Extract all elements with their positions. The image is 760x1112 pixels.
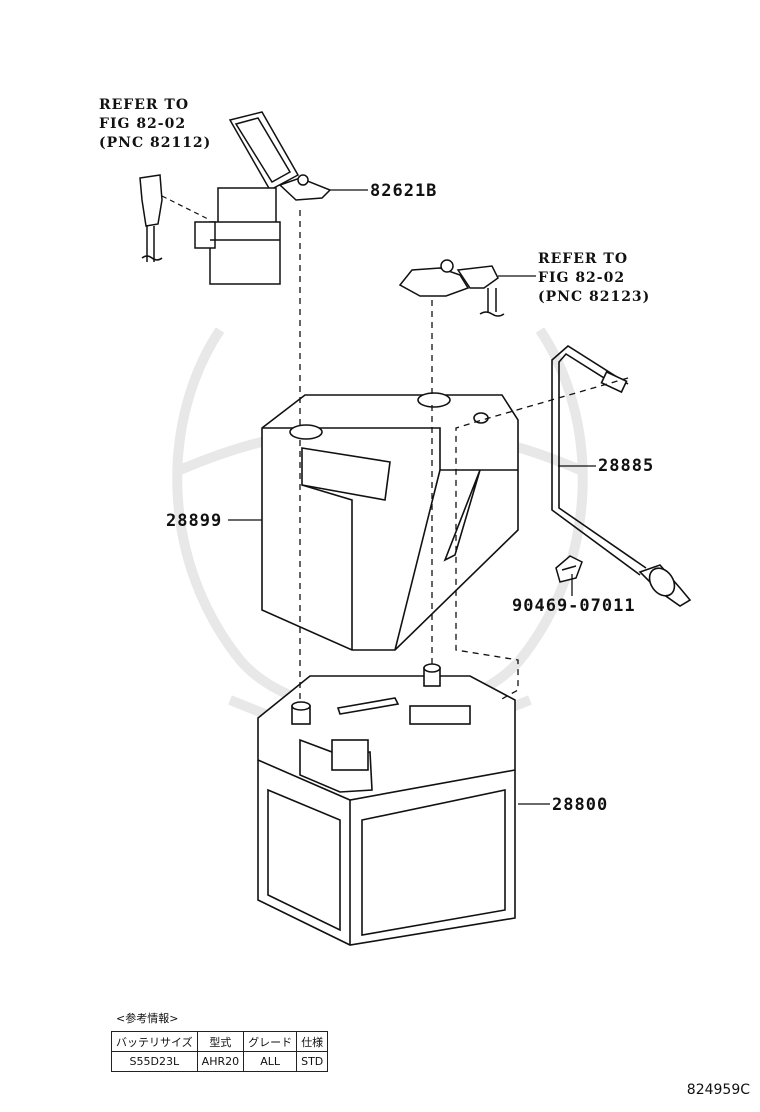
battery-sensor-connector — [194, 111, 332, 285]
cell-grade: ALL — [243, 1051, 298, 1072]
battery-28800 — [257, 663, 516, 946]
alignment-lines — [299, 210, 629, 701]
reference-info-label: <参考情報> — [116, 1012, 179, 1025]
header-spec: 仕様 — [296, 1031, 329, 1052]
callout-28800: 28800 — [552, 795, 609, 815]
refer-line: (PNC 82123) — [538, 289, 651, 305]
header-battery-size: バッテリサイズ — [111, 1031, 198, 1052]
figure-code: 824959C — [686, 1082, 750, 1098]
refer-note-left: REFER TO FIG 82-02 (PNC 82112) — [99, 96, 211, 153]
callout-90469-07011: 90469-07011 — [512, 596, 636, 616]
connector-plug-left — [139, 174, 163, 262]
callout-82621b: 82621B — [370, 181, 438, 201]
header-grade: グレード — [243, 1031, 298, 1052]
refer-note-right: REFER TO FIG 82-02 (PNC 82123) — [538, 250, 650, 307]
cell-battery-size: S55D23L — [111, 1051, 198, 1072]
callout-28885: 28885 — [598, 456, 655, 476]
refer-line: FIG 82-02 — [538, 270, 626, 286]
leader-lines — [228, 189, 596, 805]
header-model: 型式 — [196, 1031, 245, 1052]
refer-line: FIG 82-02 — [99, 116, 187, 132]
reference-info-table: バッテリサイズ 型式 グレード 仕様 S55D23L AHR20 ALL STD — [111, 1031, 329, 1072]
callout-28899: 28899 — [166, 511, 223, 531]
refer-line: REFER TO — [99, 97, 190, 113]
negative-terminal-clamp — [398, 259, 505, 317]
refer-line: (PNC 82112) — [99, 135, 212, 151]
sensor-wire-28885 — [551, 345, 692, 607]
refer-line: REFER TO — [538, 251, 629, 267]
cell-model: AHR20 — [196, 1051, 245, 1072]
clip-90469-07011 — [555, 555, 583, 583]
dashed-guide — [161, 195, 211, 221]
table-header-row: バッテリサイズ 型式 グレード 仕様 — [111, 1031, 329, 1052]
cell-spec: STD — [296, 1051, 329, 1072]
table-row: S55D23L AHR20 ALL STD — [111, 1051, 329, 1072]
battery-cover-28899 — [261, 392, 519, 651]
